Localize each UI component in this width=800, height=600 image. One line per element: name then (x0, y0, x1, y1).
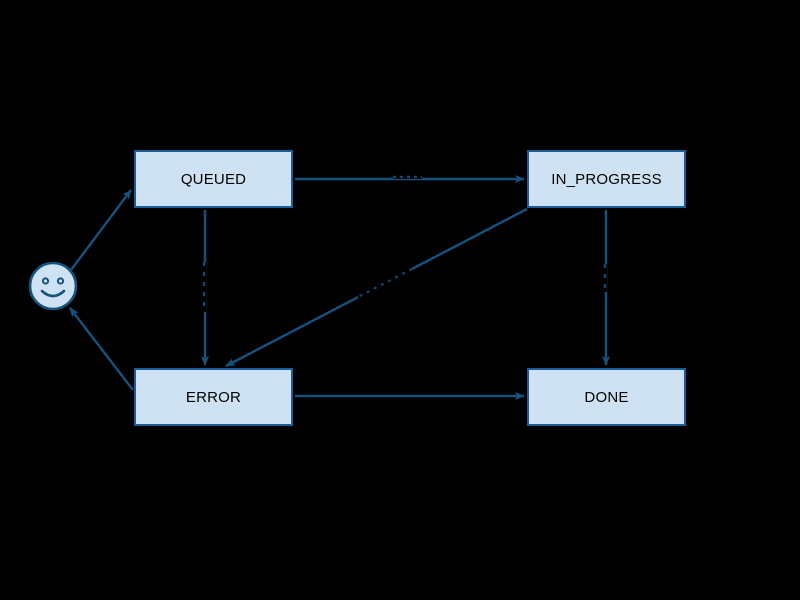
state-label-in-progress: IN_PROGRESS (551, 170, 662, 188)
state-label-error: ERROR (185, 388, 242, 406)
state-node-done[interactable]: DONE (527, 368, 686, 426)
edge-queued-to-error[interactable] (201, 210, 209, 366)
state-node-in-progress[interactable]: IN_PROGRESS (527, 150, 686, 208)
smiley-face-icon (28, 261, 78, 311)
smiley-mouth-icon (40, 289, 66, 298)
edge-start-to-queued[interactable] (70, 189, 132, 271)
state-node-error[interactable]: ERROR (134, 368, 293, 426)
edge-error-to-start[interactable] (69, 307, 134, 391)
state-node-queued[interactable]: QUEUED (134, 150, 293, 208)
state-label-queued: QUEUED (180, 170, 247, 188)
smiley-eye-left-icon (41, 277, 50, 285)
state-label-done: DONE (584, 388, 629, 406)
edge-in-progress-to-done[interactable] (602, 210, 610, 366)
smiley-eye-right-icon (56, 277, 65, 285)
start-node-smiley[interactable] (26, 259, 80, 313)
edge-in-progress-to-error[interactable] (225, 207, 528, 368)
edge-queued-to-in-progress[interactable] (295, 175, 525, 183)
